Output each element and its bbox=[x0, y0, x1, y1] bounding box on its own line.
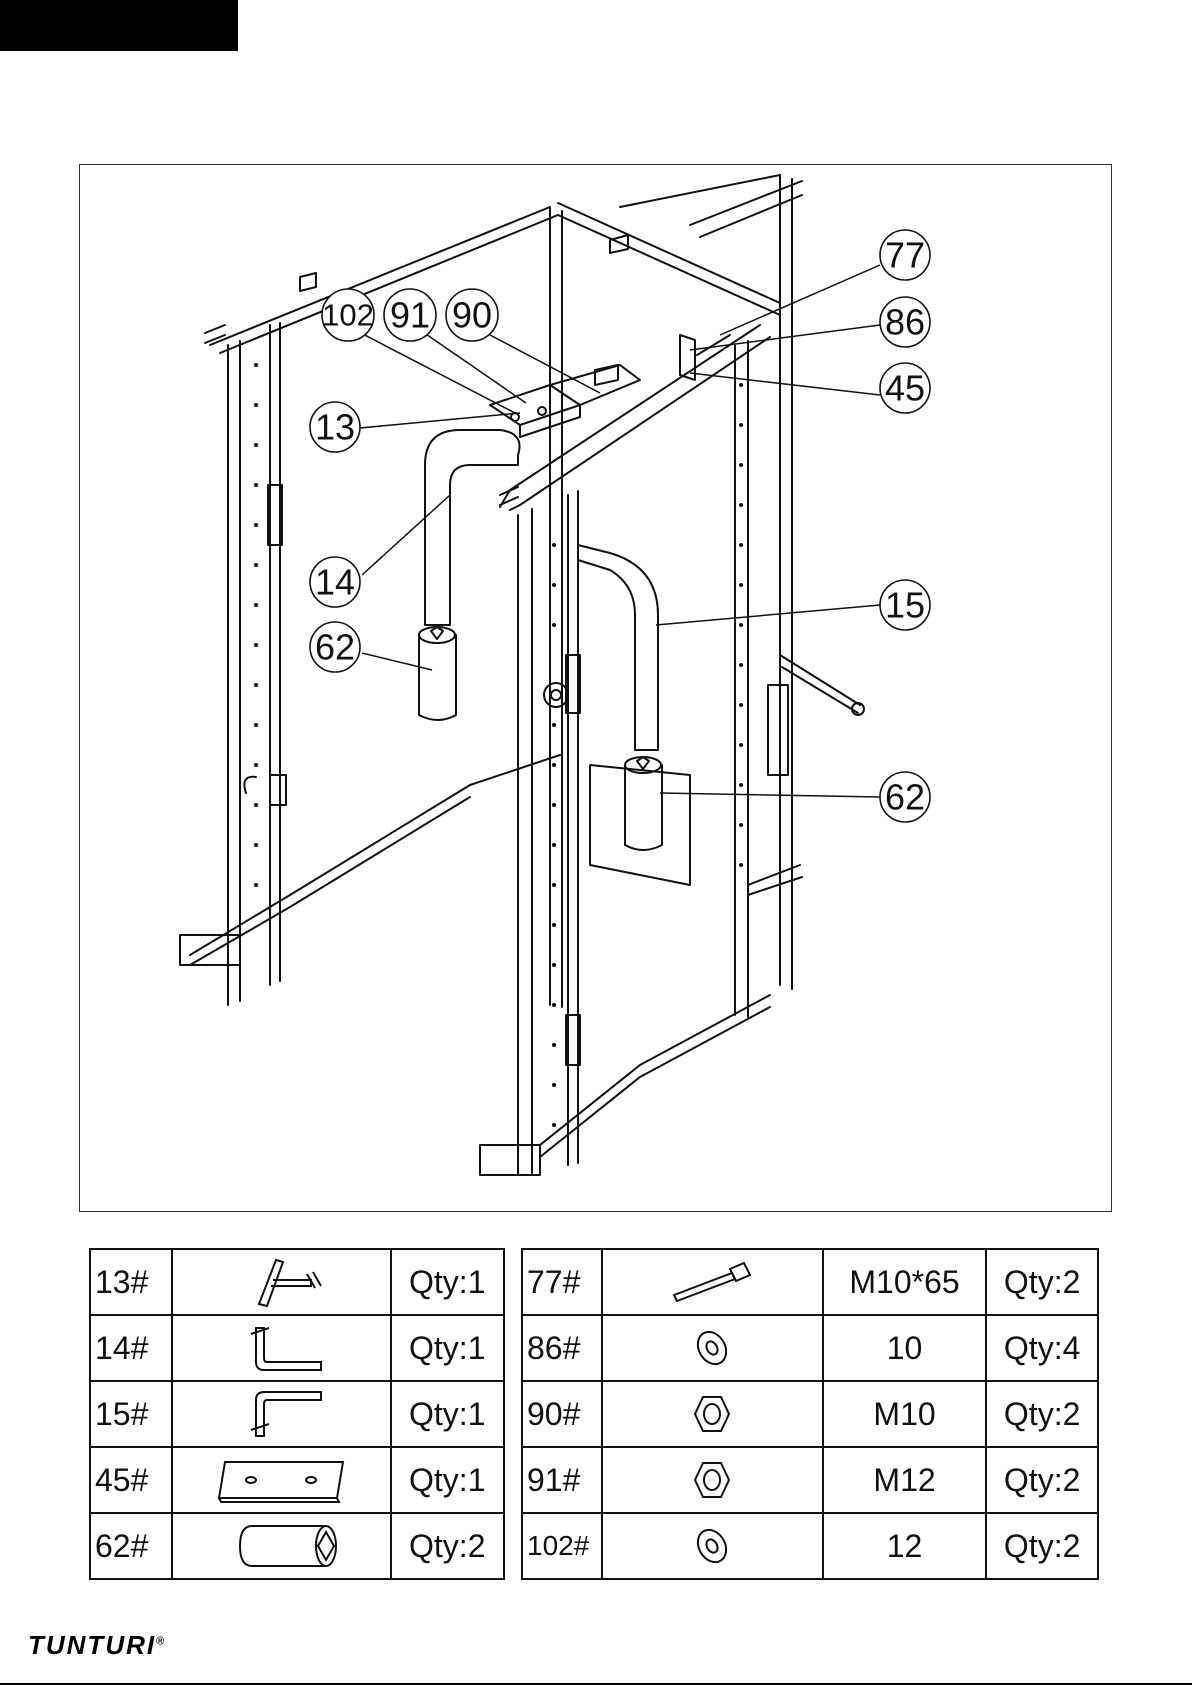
part-number: 86# bbox=[522, 1315, 602, 1381]
part-number: 15# bbox=[90, 1381, 172, 1447]
part-qty: Qty:2 bbox=[986, 1447, 1098, 1513]
part-spec: M10 bbox=[823, 1381, 987, 1447]
nut-icon bbox=[687, 1389, 737, 1439]
table-row: 62# Qty:2 bbox=[90, 1513, 504, 1579]
bent-tube-icon bbox=[231, 1384, 331, 1444]
washer-icon bbox=[687, 1521, 737, 1571]
table-row: 102# 12 Qty:2 bbox=[522, 1513, 1098, 1579]
table-row: 13# Qty:1 bbox=[90, 1249, 504, 1315]
brand-logo: TUNTURI® bbox=[28, 1630, 164, 1661]
callout-102-label: 102 bbox=[322, 298, 374, 333]
part-qty: Qty:1 bbox=[391, 1447, 505, 1513]
table-row: 86# 10 Qty:4 bbox=[522, 1315, 1098, 1381]
flat-plate-icon bbox=[211, 1452, 351, 1508]
callout-14-label: 14 bbox=[315, 562, 355, 603]
part-number: 90# bbox=[522, 1381, 602, 1447]
part-number: 45# bbox=[90, 1447, 172, 1513]
part-number: 91# bbox=[522, 1447, 602, 1513]
part-qty: Qty:2 bbox=[391, 1513, 505, 1579]
table-row: 15# Qty:1 bbox=[90, 1381, 504, 1447]
parts-table-right: 77# M10*65 Qty:2 86# 10 Qty:4 90# M10 Qt… bbox=[521, 1248, 1099, 1580]
callout-91-label: 91 bbox=[390, 295, 430, 336]
table-row: 77# M10*65 Qty:2 bbox=[522, 1249, 1098, 1315]
bracket-frame-icon bbox=[231, 1252, 331, 1312]
assembly-diagram-frame: 77 86 45 102 91 90 13 14 62 15 62 bbox=[79, 164, 1112, 1212]
parts-table-left: 13# Qty:1 14# Qty:1 15# Qty:1 45# bbox=[89, 1248, 505, 1580]
part-number: 77# bbox=[522, 1249, 602, 1315]
part-spec: M12 bbox=[823, 1447, 987, 1513]
part-qty: Qty:4 bbox=[986, 1315, 1098, 1381]
brand-name: TUNTURI bbox=[28, 1630, 156, 1660]
table-row: 90# M10 Qty:2 bbox=[522, 1381, 1098, 1447]
part-qty: Qty:2 bbox=[986, 1249, 1098, 1315]
callout-62b-label: 62 bbox=[885, 777, 925, 818]
sleeve-icon bbox=[216, 1518, 346, 1574]
registered-mark: ® bbox=[156, 1635, 164, 1647]
callout-86-label: 86 bbox=[885, 302, 925, 343]
callout-77-label: 77 bbox=[885, 235, 925, 276]
washer-icon bbox=[687, 1323, 737, 1373]
table-row: 45# Qty:1 bbox=[90, 1447, 504, 1513]
part-number: 14# bbox=[90, 1315, 172, 1381]
part-spec: 10 bbox=[823, 1315, 987, 1381]
bent-tube-icon bbox=[231, 1318, 331, 1378]
nut-icon bbox=[687, 1455, 737, 1505]
power-rack-assembly-diagram: 77 86 45 102 91 90 13 14 62 15 62 bbox=[80, 165, 1111, 1211]
part-number: 13# bbox=[90, 1249, 172, 1315]
part-spec: M10*65 bbox=[823, 1249, 987, 1315]
callout-45-label: 45 bbox=[885, 368, 925, 409]
part-number: 62# bbox=[90, 1513, 172, 1579]
table-row: 91# M12 Qty:2 bbox=[522, 1447, 1098, 1513]
part-qty: Qty:1 bbox=[391, 1315, 505, 1381]
callout-90-label: 90 bbox=[452, 295, 492, 336]
callout-15-label: 15 bbox=[885, 585, 925, 626]
part-qty: Qty:2 bbox=[986, 1381, 1098, 1447]
callout-62-label: 62 bbox=[315, 627, 355, 668]
callout-13-label: 13 bbox=[315, 407, 355, 448]
part-spec: 12 bbox=[823, 1513, 987, 1579]
bolt-icon bbox=[662, 1257, 762, 1307]
table-row: 14# Qty:1 bbox=[90, 1315, 504, 1381]
part-number: 102# bbox=[522, 1513, 602, 1579]
part-qty: Qty:2 bbox=[986, 1513, 1098, 1579]
header-black-tab bbox=[0, 0, 238, 51]
part-qty: Qty:1 bbox=[391, 1381, 505, 1447]
part-qty: Qty:1 bbox=[391, 1249, 505, 1315]
